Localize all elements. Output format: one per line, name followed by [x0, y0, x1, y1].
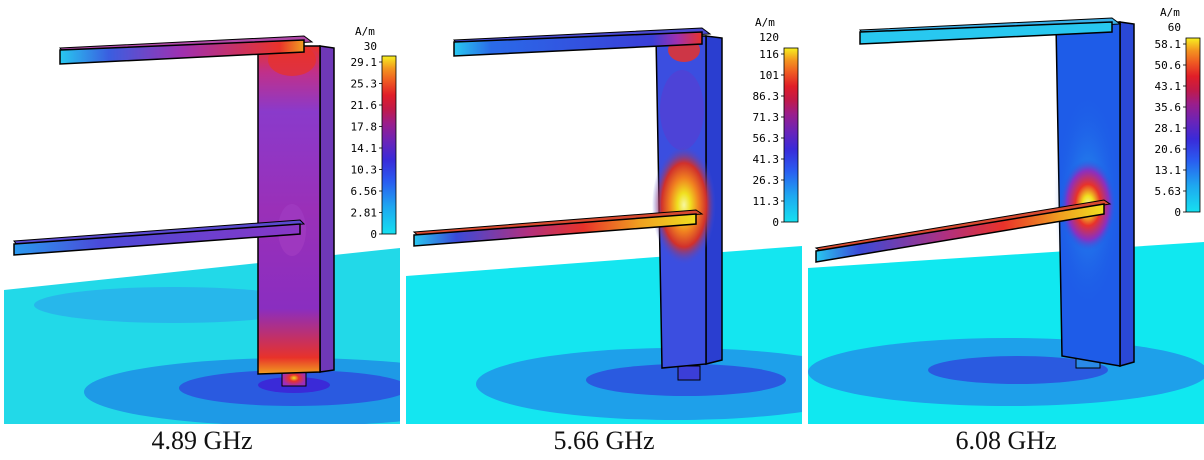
colorbar-tick-label: 43.1 — [1155, 80, 1182, 93]
colorbar-tick-label: 26.3 — [753, 174, 780, 187]
colorbar-ticks: 60 58.1 50.6 43.1 35.6 28.1 20.6 13.1 5.63 0 — [1155, 21, 1186, 219]
ground-current-ring-inner — [928, 356, 1108, 384]
top-strip — [453, 31, 703, 57]
colorbar — [783, 47, 799, 223]
colorbar-tick-label: 6.56 — [351, 185, 378, 198]
colorbar-tick-label: 86.3 — [753, 90, 780, 103]
colorbar-tick-label: 56.3 — [753, 132, 780, 145]
field-panel-1: A/m 30 29.1 25.3 21.6 17.8 14.1 10.3 6.56 2.81 0 — [4, 0, 400, 424]
field-plot-1: A/m 30 29.1 25.3 21.6 17.8 14.1 10.3 6.56 2.81 0 — [4, 25, 400, 424]
colorbar — [381, 55, 397, 235]
colorbar-tick-label: 5.63 — [1155, 185, 1182, 198]
colorbar-tick-label: 101 — [759, 69, 779, 82]
colorbar-tick-label: 41.3 — [753, 153, 780, 166]
colorbar-tick-label: 60 — [1168, 21, 1181, 34]
colorbar-ticks: 120 116 101 86.3 71.3 56.3 41.3 26.3 11.3 0 — [753, 31, 784, 229]
colorbar-tick-label: 30 — [364, 40, 377, 53]
bottom-strip — [13, 223, 301, 256]
frequency-caption-1: 4.89 GHz — [151, 426, 253, 455]
colorbar-unit: A/m — [355, 25, 375, 38]
field-panel-2: A/m 120 116 101 86.3 71.3 56.3 41.3 26.3 11.3 0 — [406, 0, 802, 424]
colorbar-ticks: 30 29.1 25.3 21.6 17.8 14.1 10.3 6.56 2.81 0 — [351, 40, 382, 241]
field-plot-3: A/m 60 58.1 50.6 43.1 35.6 28.1 20.6 13.1 5.63 0 — [808, 6, 1204, 424]
colorbar-tick-label: 11.3 — [753, 195, 780, 208]
colorbar-tick-label: 58.1 — [1155, 38, 1182, 51]
colorbar-unit: A/m — [755, 16, 775, 29]
colorbar-tick-label: 25.3 — [351, 78, 378, 91]
colorbar-tick-label: 17.8 — [351, 121, 378, 134]
colorbar-tick-label: 35.6 — [1155, 101, 1182, 114]
feed-pin — [677, 365, 701, 381]
colorbar-tick-label: 29.1 — [351, 56, 378, 69]
colorbar-tick-label: 0 — [772, 216, 779, 229]
bottom-strip — [815, 203, 1105, 263]
field-plot-2: A/m 120 116 101 86.3 71.3 56.3 41.3 26.3 11.3 0 — [406, 16, 802, 424]
colorbar-unit: A/m — [1160, 6, 1180, 19]
colorbar-tick-label: 0 — [1174, 206, 1181, 219]
colorbar-tick-label: 50.6 — [1155, 59, 1182, 72]
colorbar-tick-label: 71.3 — [753, 111, 780, 124]
colorbar-tick-label: 14.1 — [351, 142, 378, 155]
colorbar-tick-label: 10.3 — [351, 164, 378, 177]
vertical-plate-side — [319, 45, 335, 373]
top-strip — [59, 39, 305, 65]
colorbar-tick-label: 21.6 — [351, 99, 378, 112]
colorbar-tick-label: 20.6 — [1155, 143, 1182, 156]
colorbar-tick-label: 2.81 — [351, 207, 378, 220]
top-strip — [859, 21, 1113, 45]
colorbar-tick-label: 13.1 — [1155, 164, 1182, 177]
frequency-caption-3: 6.08 GHz — [955, 426, 1057, 455]
vertical-plate-side — [1119, 21, 1135, 367]
field-panel-3: A/m 60 58.1 50.6 43.1 35.6 28.1 20.6 13.1 5.63 0 — [808, 0, 1204, 424]
frequency-caption-2: 5.66 GHz — [553, 426, 655, 455]
hotspot — [652, 145, 716, 265]
colorbar-tick-label: 0 — [370, 228, 377, 241]
colorbar — [1185, 37, 1201, 213]
colorbar-tick-label: 28.1 — [1155, 122, 1182, 135]
bottom-strip — [413, 213, 697, 247]
colorbar-tick-label: 120 — [759, 31, 779, 44]
colorbar-tick-label: 116 — [759, 48, 779, 61]
